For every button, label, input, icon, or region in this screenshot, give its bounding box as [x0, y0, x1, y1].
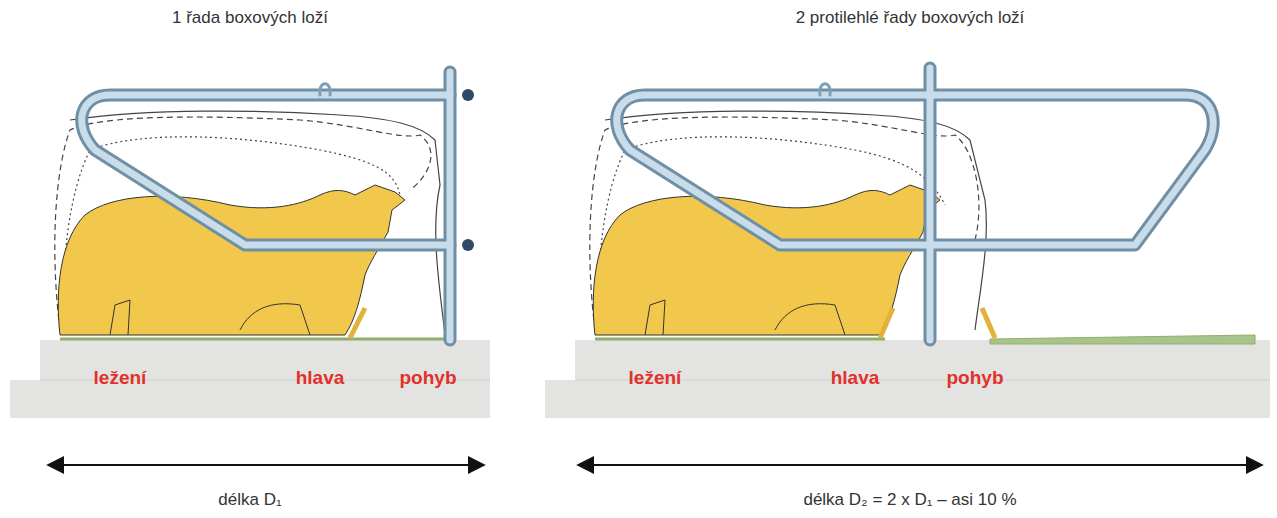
zone-label: ležení	[94, 367, 147, 389]
cow-legs	[645, 300, 845, 335]
length-arrow	[578, 464, 1262, 466]
brisket-board	[880, 308, 893, 338]
length-arrow	[48, 464, 484, 466]
floor-slab	[545, 335, 1270, 418]
brisket-board	[350, 308, 365, 338]
stall-divider	[82, 72, 474, 340]
zone-label: hlava	[296, 367, 345, 389]
zone-label: ležení	[629, 367, 682, 389]
zone-label: hlava	[831, 367, 880, 389]
cow-outlines	[55, 111, 445, 335]
cow-body	[593, 185, 940, 335]
zone-label: pohyb	[400, 367, 457, 389]
cow-body	[58, 185, 405, 335]
cow-legs	[110, 300, 310, 335]
panel-title: 1 řada boxových loží	[172, 8, 328, 28]
zone-label: pohyb	[947, 367, 1004, 389]
brisket-board	[982, 308, 995, 338]
dimension-label: délka D₁	[218, 490, 281, 510]
panel-title: 2 protilehlé řady boxových loží	[796, 8, 1025, 28]
floor-slab	[10, 339, 490, 418]
stall-divider	[617, 68, 1213, 340]
dimension-label: délka D₂ = 2 x D₁ – asi 10 %	[803, 490, 1016, 510]
